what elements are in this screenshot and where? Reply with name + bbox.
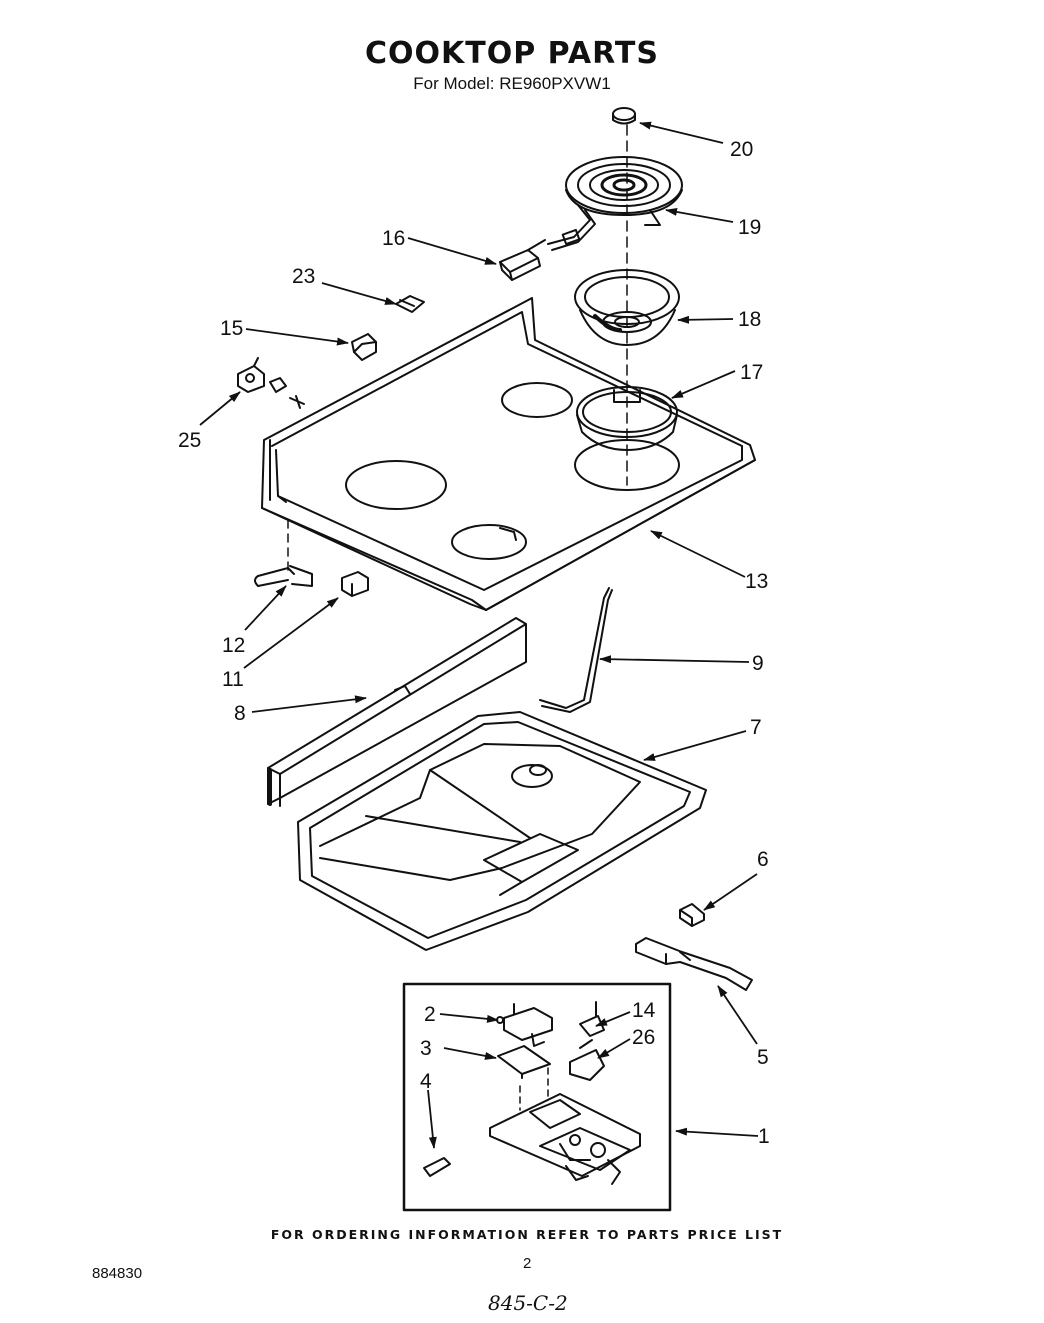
callout-13: 13 [745,570,768,593]
part-11-bumper [341,571,369,597]
callout-23: 23 [292,265,315,288]
part-3-insulator [497,1045,551,1079]
part-23-connector [395,295,425,313]
leader-20 [639,121,724,144]
callout-15: 15 [220,317,243,340]
callout-20: 20 [730,138,753,161]
callout-11: 11 [222,668,244,691]
callout-26: 26 [632,1026,655,1049]
leader-25 [199,391,241,426]
leader-4 [427,1089,437,1149]
callout-12: 12 [222,634,245,657]
leader-6 [703,873,758,911]
page-title: COOKTOP PARTS [365,36,659,71]
callout-5: 5 [757,1046,769,1069]
leader-15 [245,328,349,346]
part-1-receptacle-assembly [489,1067,641,1185]
callout-16: 16 [382,227,405,250]
part-4-clip [423,1157,451,1177]
leader-13 [650,530,746,578]
callout-1: 1 [758,1125,770,1148]
leader-19 [665,208,734,223]
part-20-knob [612,107,636,125]
callout-17: 17 [740,361,763,384]
callout-25: 25 [178,429,201,452]
callout-19: 19 [738,216,761,239]
document-number: 884830 [92,1265,143,1282]
callout-18: 18 [738,308,761,331]
callout-14: 14 [632,999,656,1022]
leader-2 [439,1013,499,1023]
callout-3: 3 [420,1037,432,1060]
part-15-clip [351,333,377,361]
model-subtitle: For Model: RE960PXVW1 [413,74,611,93]
part-8-panel [267,617,527,807]
callout-2: 2 [424,1003,436,1026]
leader-16 [407,237,497,265]
part-26-plate [569,1039,605,1081]
handwritten-note: 845-C-2 [488,1291,568,1315]
callout-9: 9 [752,652,764,675]
part-16-terminal-block [499,239,546,281]
page-number: 2 [523,1255,532,1272]
leader-3 [443,1047,497,1060]
part-19-surface-element [547,156,683,251]
callout-4: 4 [420,1070,432,1093]
leader-11 [243,597,339,669]
leader-17 [671,370,736,399]
ordering-info-note: FOR ORDERING INFORMATION REFER TO PARTS … [270,1227,784,1242]
callout-8: 8 [234,702,246,725]
leader-18 [677,315,734,324]
leader-5 [717,985,758,1045]
part-7-burner-box [297,711,707,951]
part-2-receptacle [496,1003,553,1047]
part-13-cooktop [261,297,756,611]
leader-14 [595,1011,631,1027]
leader-12 [244,585,287,631]
leader-23 [321,282,397,305]
part-5-bracket [635,937,753,991]
part-12-hinge [254,565,313,587]
part-14-terminal [579,1001,605,1037]
leader-1 [675,1127,759,1137]
part-1-group-box [402,982,672,1212]
part-25-switch [237,357,305,409]
leader-8 [251,695,367,713]
part-6-spacer [679,903,705,927]
leader-7 [643,730,747,761]
part-9-support-rod [539,587,613,713]
callout-7: 7 [750,716,762,739]
leader-9 [599,655,750,664]
callout-6: 6 [757,848,769,871]
leader-26 [597,1038,631,1059]
